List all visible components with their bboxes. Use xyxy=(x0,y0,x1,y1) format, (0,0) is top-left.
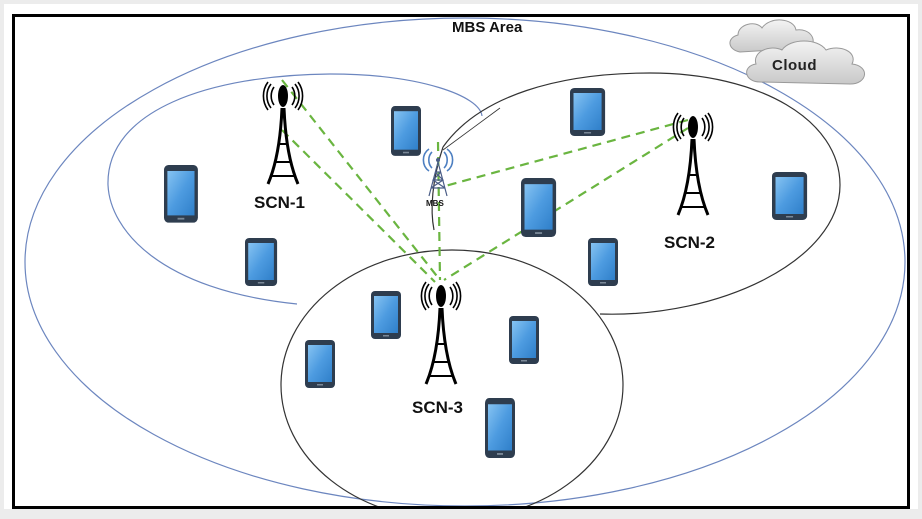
device-icon xyxy=(588,238,618,286)
scn-3-cell-boundary xyxy=(280,249,624,519)
cloud-icon: Cloud xyxy=(729,19,865,85)
scn-1-label: SCN-1 xyxy=(254,193,305,212)
diagram-border xyxy=(12,14,910,509)
mbs-cloud-link xyxy=(442,107,501,151)
scn-2-label: SCN-2 xyxy=(664,233,715,252)
device-icon xyxy=(245,238,278,286)
device-icon xyxy=(164,165,198,223)
mbs-label: MBS xyxy=(426,199,444,208)
device-icon xyxy=(391,106,421,156)
scn-3-tower-icon xyxy=(419,280,463,386)
cloud-label: Cloud xyxy=(772,57,817,74)
device-icon xyxy=(371,291,401,339)
device-icon xyxy=(570,88,606,136)
device-icon xyxy=(509,316,539,364)
link-group xyxy=(281,79,689,283)
scn-3-label: SCN-3 xyxy=(412,398,463,417)
scn-2-cell-boundary xyxy=(442,72,841,315)
link-scn1-scn3-a xyxy=(281,79,441,281)
mbs-area-title: MBS Area xyxy=(452,19,523,36)
scn-2-cell-boundary-inner xyxy=(431,146,444,231)
scn-1-cell-boundary xyxy=(107,73,483,305)
link-scn2-scn3 xyxy=(443,127,689,281)
link-scn1-scn3-b xyxy=(281,129,436,283)
device-icon xyxy=(485,398,515,458)
link-scn2-mbs xyxy=(444,118,689,188)
scn-2-tower-icon xyxy=(671,111,715,217)
mbs-coverage-boundary xyxy=(24,17,906,507)
device-icon xyxy=(772,172,808,220)
device-icon xyxy=(305,340,335,388)
device-icon xyxy=(521,178,557,238)
mbs-tower-icon: MBS xyxy=(422,148,454,208)
